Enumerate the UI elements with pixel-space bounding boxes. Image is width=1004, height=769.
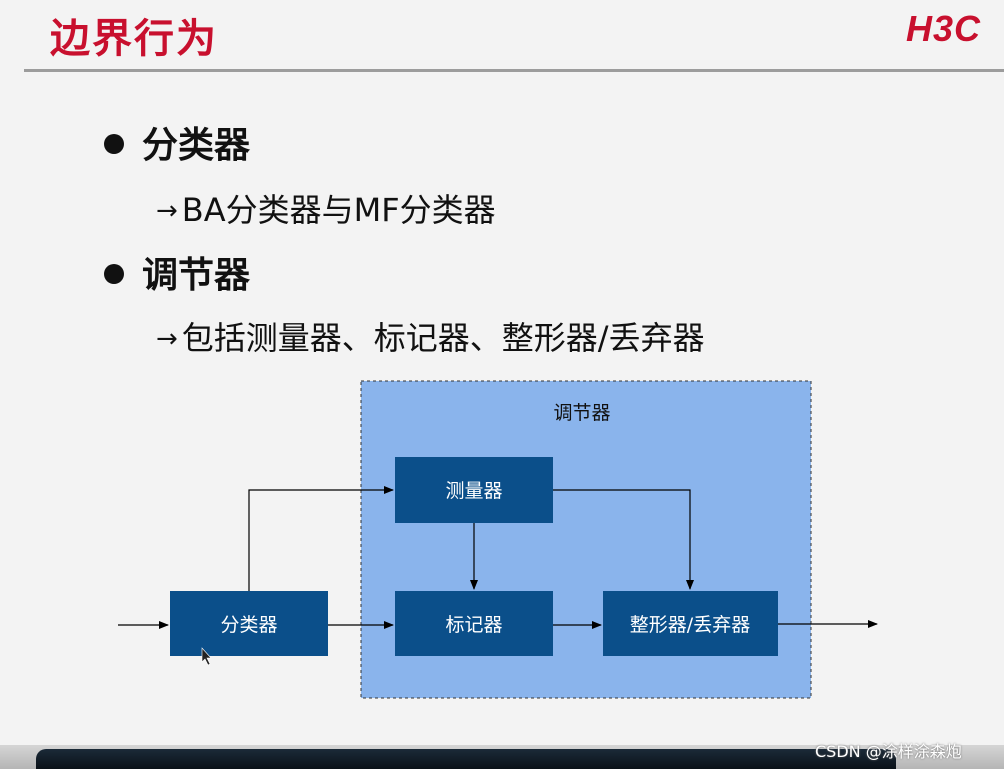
video-control-strip bbox=[0, 745, 1004, 769]
sub-item-text: 包括测量器、标记器、整形器/丢弃器 bbox=[181, 319, 705, 357]
h3c-logo: H3C bbox=[906, 8, 982, 49]
bullet-label: 分类器 bbox=[142, 125, 251, 166]
shaper-dropper-node bbox=[603, 591, 778, 656]
sub-item-classifier: →BA分类器与MF分类器 bbox=[156, 185, 496, 231]
bullet-dot-icon bbox=[104, 264, 124, 284]
region-label: 调节器 bbox=[553, 402, 610, 424]
slide-title: 边界行为 bbox=[50, 16, 218, 62]
title-divider bbox=[24, 69, 1004, 72]
watermark: CSDN @涂样涂森炮 bbox=[815, 742, 962, 761]
meter-label: 测量器 bbox=[445, 480, 502, 502]
marker-node bbox=[395, 591, 553, 656]
arrow-right-icon: → bbox=[156, 196, 178, 226]
classifier-to-meter-arrow bbox=[248, 486, 394, 591]
sub-item-conditioner: →包括测量器、标记器、整形器/丢弃器 bbox=[156, 313, 705, 359]
bullet-label: 调节器 bbox=[142, 255, 251, 296]
arrow-right-icon: → bbox=[156, 324, 178, 354]
player-bar bbox=[36, 749, 896, 769]
meter-to-shaper-arrow bbox=[553, 489, 694, 590]
sub-item-text: BA分类器与MF分类器 bbox=[181, 191, 496, 229]
bullet-conditioner: 调节器 bbox=[104, 246, 250, 298]
meter-node bbox=[395, 457, 553, 523]
shaper-dropper-label: 整形器/丢弃器 bbox=[630, 614, 750, 636]
classifier-node bbox=[170, 591, 328, 656]
bullet-dot-icon bbox=[104, 134, 124, 154]
bullet-classifier: 分类器 bbox=[104, 116, 250, 168]
classifier-label: 分类器 bbox=[220, 614, 277, 636]
marker-label: 标记器 bbox=[445, 614, 502, 636]
mouse-cursor-icon bbox=[201, 647, 212, 666]
